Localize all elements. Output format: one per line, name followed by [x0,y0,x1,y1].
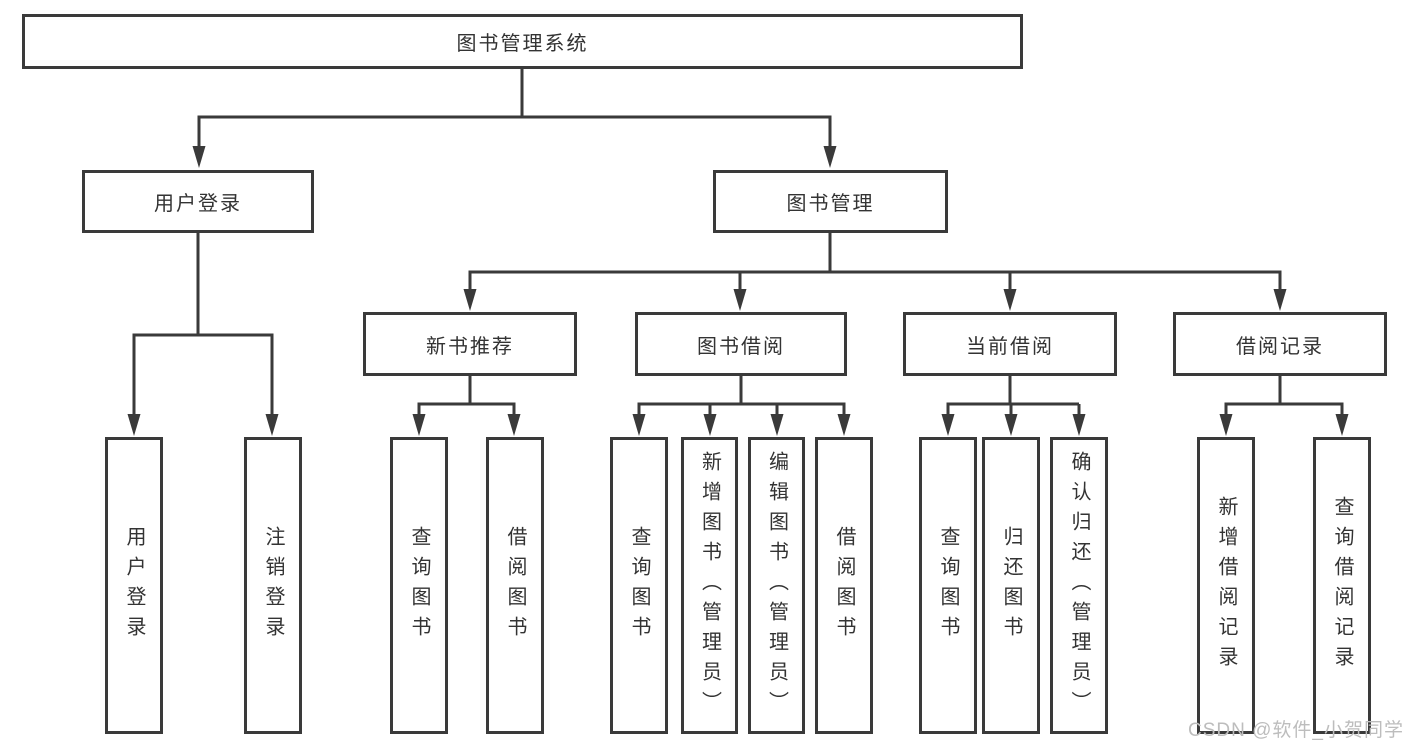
leaf-edit-books-admin: 编辑图书（管理员） [748,437,805,734]
leaf-add-books-admin: 新增图书（管理员） [681,437,738,734]
node-book-borrowing: 图书借阅 [635,312,847,376]
leaf-query-books-borrowing: 查询图书 [610,437,668,734]
leaf-logout-label: 注销登录 [262,525,284,646]
leaf-add-borrow-record-label: 新增借阅记录 [1215,495,1237,676]
leaf-add-borrow-record: 新增借阅记录 [1197,437,1255,734]
node-current-borrowing: 当前借阅 [903,312,1117,376]
leaf-user-login: 用户登录 [105,437,163,734]
leaf-query-borrow-record: 查询借阅记录 [1313,437,1371,734]
leaf-borrow-books-recommend: 借阅图书 [486,437,544,734]
leaf-confirm-return-admin-label: 确认归还（管理员） [1068,450,1090,721]
node-user-login: 用户登录 [82,170,314,233]
leaf-query-books-recommend: 查询图书 [390,437,448,734]
node-root: 图书管理系统 [22,14,1023,69]
leaf-add-books-admin-label: 新增图书（管理员） [698,450,721,721]
leaf-borrow-books-recommend-label: 借阅图书 [504,525,526,646]
arrowheads [127,146,1349,436]
leaf-query-books-recommend-label: 查询图书 [408,525,430,646]
leaf-edit-books-admin-label: 编辑图书（管理员） [765,450,788,721]
leaf-query-borrow-record-label: 查询借阅记录 [1331,495,1353,676]
leaf-logout: 注销登录 [244,437,302,734]
leaf-borrow-books-borrowing-label: 借阅图书 [833,525,855,646]
leaf-query-books-borrowing-label: 查询图书 [628,525,650,646]
leaf-return-books-label: 归还图书 [1000,525,1022,646]
leaf-query-books-current: 查询图书 [919,437,977,734]
node-borrowing-records: 借阅记录 [1173,312,1387,376]
leaf-return-books: 归还图书 [982,437,1040,734]
leaf-borrow-books-borrowing: 借阅图书 [815,437,873,734]
node-book-management: 图书管理 [713,170,948,233]
watermark: CSDN @软件_小贺同学 [1188,720,1404,741]
leaf-user-login-label: 用户登录 [123,525,145,646]
leaf-confirm-return-admin: 确认归还（管理员） [1050,437,1108,734]
leaf-query-books-current-label: 查询图书 [937,525,959,646]
node-new-book-recommendation: 新书推荐 [363,312,577,376]
